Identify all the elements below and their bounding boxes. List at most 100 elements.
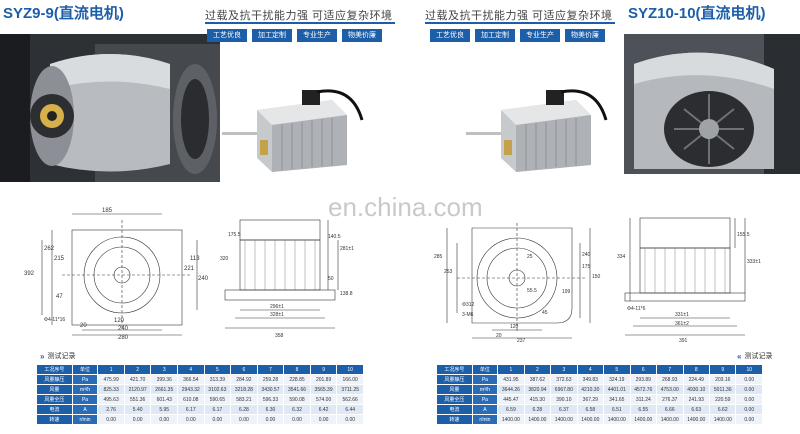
- left-motor-image: [222, 80, 372, 175]
- left-value-cell: 0.00: [336, 414, 364, 425]
- right-dim-285: 285: [434, 254, 443, 260]
- right-front-dim-1555: 155.5: [737, 232, 750, 238]
- right-value-cell: 293.89: [629, 374, 658, 385]
- left-value-cell: 284.92: [230, 374, 258, 385]
- right-value-cell: 0.00: [735, 374, 763, 385]
- left-section-title: » 测试记录: [40, 351, 75, 361]
- left-value-cell: 551.36: [123, 394, 152, 405]
- left-row-unit: A: [71, 404, 99, 415]
- left-value-cell: 562.66: [336, 394, 364, 405]
- left-model-title: SYZ9-9(直流电机): [3, 5, 124, 22]
- left-dim-20: 20: [80, 323, 87, 329]
- right-header-cell: 1: [497, 364, 525, 375]
- right-value-cell: 387.62: [523, 374, 552, 385]
- left-tag-4: 物美价廉: [342, 29, 382, 42]
- chevrons-right-icon: »: [40, 351, 45, 361]
- right-value-cell: 6.66: [656, 404, 684, 415]
- right-product-photo: [624, 34, 800, 174]
- right-value-cell: 349.83: [576, 374, 605, 385]
- right-row-label: 电流: [436, 404, 473, 415]
- left-front-dim-328: 328±1: [270, 312, 284, 318]
- left-front-dim-1755: 175.5: [228, 232, 241, 238]
- left-value-cell: 3541.66: [283, 384, 311, 395]
- right-row-unit: Pa: [471, 374, 499, 385]
- right-value-cell: 4572.76: [629, 384, 658, 395]
- left-dim-392: 392: [24, 271, 35, 277]
- right-header-cell: 10: [735, 364, 763, 375]
- right-header-cell: 4: [576, 364, 605, 375]
- left-tag-row: 工艺优良 加工定制 专业生产 物美价廉: [207, 29, 382, 42]
- left-value-cell: 0.00: [203, 414, 232, 425]
- left-value-cell: 2.76: [97, 404, 125, 415]
- left-value-cell: 228.85: [283, 374, 311, 385]
- left-dim-262: 262: [44, 246, 55, 252]
- right-value-cell: 276.37: [656, 394, 684, 405]
- left-value-cell: 3102.63: [203, 384, 232, 395]
- right-value-cell: 3644.26: [497, 384, 525, 395]
- right-value-cell: 311.24: [629, 394, 658, 405]
- left-value-cell: 5.40: [123, 404, 152, 415]
- left-tagline: 过载及抗干扰能力强 可适应复杂环境: [205, 10, 393, 22]
- left-tag-3: 专业生产: [297, 29, 337, 42]
- right-side-drawing: Φ312 3-M6 285 253 240 199 175 150 25 55.…: [432, 198, 602, 343]
- left-header-cell: 8: [283, 364, 311, 375]
- left-value-cell: 3430.57: [256, 384, 285, 395]
- right-tag-1: 工艺优良: [430, 29, 470, 42]
- right-row-label: 风量静压: [436, 374, 473, 385]
- left-value-cell: 366.54: [177, 374, 205, 385]
- left-front-drawing: 140.5 281±1 175.5 320 50 138.8 296±1 328…: [220, 210, 380, 340]
- left-value-cell: 0.00: [150, 414, 178, 425]
- right-row-unit: A: [471, 404, 499, 415]
- left-header-cell: 1: [97, 364, 125, 375]
- left-dim-hole: Φ4-11*16: [44, 317, 65, 323]
- right-dim-555: 55.5: [527, 288, 537, 294]
- left-dim-113: 113: [190, 256, 200, 262]
- right-dim-20: 20: [496, 333, 502, 339]
- left-front-dim-1388: 138.8: [340, 291, 353, 297]
- left-value-cell: 0.00: [123, 414, 152, 425]
- right-dim-120: 120: [510, 324, 519, 330]
- left-row-label: 电流: [36, 404, 73, 415]
- right-value-cell: 6.28: [523, 404, 552, 415]
- left-value-cell: 421.70: [123, 374, 152, 385]
- right-tag-4: 物美价廉: [565, 29, 605, 42]
- right-value-cell: 4753.00: [656, 384, 684, 395]
- left-header-cell: 5: [203, 364, 232, 375]
- right-value-cell: 4210.30: [576, 384, 605, 395]
- left-front-dim-358: 358: [275, 333, 284, 339]
- right-value-cell: 4401.01: [603, 384, 631, 395]
- right-row-unit: m³/h: [471, 384, 499, 395]
- right-row-unit: Pa: [471, 394, 499, 405]
- left-dim-280: 280: [118, 335, 129, 340]
- right-row-label: 风量: [436, 384, 473, 395]
- right-value-cell: 0.00: [735, 384, 763, 395]
- right-header-cell: 7: [656, 364, 684, 375]
- right-value-cell: 0.00: [735, 414, 763, 425]
- right-value-cell: 324.19: [603, 374, 631, 385]
- right-value-cell: 1400.00: [497, 414, 525, 425]
- left-front-dim-296: 296±1: [270, 304, 284, 310]
- right-row-label: 转速: [436, 414, 473, 425]
- right-value-cell: 1400.00: [576, 414, 605, 425]
- left-value-cell: 590.08: [283, 394, 311, 405]
- right-header-cell: 8: [682, 364, 711, 375]
- right-model-title: SYZ10-10(直流电机): [628, 5, 766, 22]
- left-dim-240: 240: [198, 276, 209, 282]
- right-value-cell: 224.49: [682, 374, 711, 385]
- right-tagline-bar: [425, 22, 615, 24]
- right-value-cell: 220.59: [708, 394, 737, 405]
- right-value-cell: 6.59: [497, 404, 525, 415]
- right-value-cell: 1400.00: [656, 414, 684, 425]
- right-tagline: 过载及抗干扰能力强 可适应复杂环境: [425, 10, 613, 22]
- right-value-cell: 1400.00: [550, 414, 578, 425]
- left-value-cell: 2943.32: [177, 384, 205, 395]
- left-side-drawing: 185 262 215 392 47 113 221 240 20 120 24…: [22, 200, 212, 340]
- right-value-cell: 415.30: [523, 394, 552, 405]
